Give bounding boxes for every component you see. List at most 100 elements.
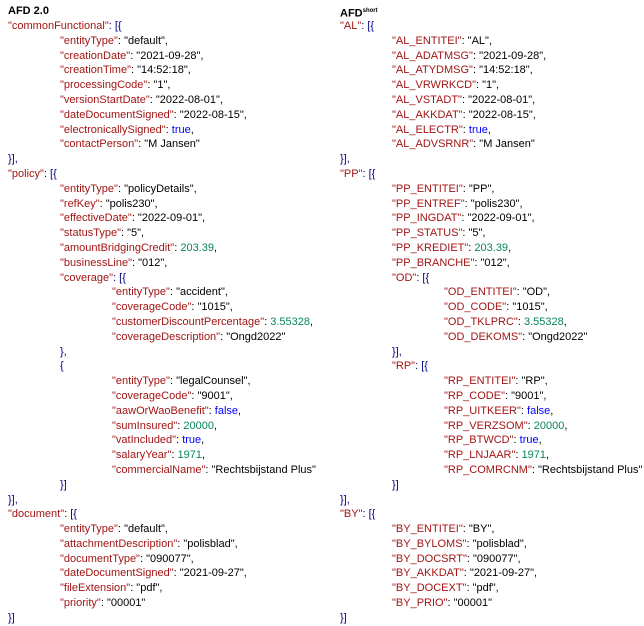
code-line: "coverageCode": "1015", (8, 300, 334, 315)
json-key: "entityType" (112, 375, 170, 388)
json-value: : "1", (476, 79, 500, 92)
code-line: "PP": [{ (340, 167, 644, 182)
code-line: "PP_KREDIET": 203.39, (340, 241, 644, 256)
json-key: "contactPerson" (60, 138, 139, 151)
json-value: : [{ (64, 508, 77, 521)
json-boolean: false (527, 404, 551, 417)
json-value: }] (60, 478, 67, 491)
code-line: "AL_AKKDAT": "2022-08-15", (340, 108, 644, 123)
json-value: : "9001", (505, 389, 547, 402)
json-value: : "1015", (191, 301, 233, 314)
json-key: "processingCode" (60, 79, 148, 92)
json-value: : "2022-08-01", (149, 93, 223, 106)
json-value: : "RP", (515, 375, 548, 388)
json-value: : (462, 123, 469, 136)
json-number: 1971 (521, 449, 546, 462)
code-line: "creationTime": "14:52:18", (8, 63, 334, 78)
json-value: : "legalCounsel", (169, 375, 251, 388)
json-value: : "2021-09-28", (130, 49, 204, 62)
code-line: "PP_ENTREF": "polis230", (340, 197, 644, 212)
code-line: "documentType": "090077", (8, 552, 334, 567)
json-value: : "2022-09-01", (461, 212, 535, 225)
code-line: "commonFunctional": [{ (8, 19, 334, 34)
json-key: "PP_STATUS" (392, 227, 463, 240)
json-key: "PP_KREDIET" (392, 241, 469, 254)
json-value: : "2022-08-15", (173, 108, 247, 121)
code-line: "sumInsured": 20000, (8, 419, 334, 434)
code-line: "entityType": "legalCounsel", (8, 374, 334, 389)
json-number: 3.55328 (270, 315, 310, 328)
code-line: "processingCode": "1", (8, 78, 334, 93)
code-line: "AL_ADVSRNR": "M Jansen" (340, 137, 644, 152)
json-value: : [{ (361, 20, 375, 32)
json-key: "RP_COMRCNM" (444, 463, 532, 476)
json-key: "OD_TKLPRC" (444, 315, 518, 328)
json-value: : "2022-08-15", (462, 108, 536, 121)
json-value: }] (340, 611, 347, 624)
code-line: "policy": [{ (8, 167, 334, 182)
json-value: : [{ (113, 271, 126, 284)
json-value: : "Rechtsbijstand Plus" (205, 463, 316, 476)
code-line: "salaryYear": 1971, (8, 448, 334, 463)
json-value: , (202, 449, 206, 462)
json-number: 20000 (183, 419, 214, 432)
code-line: "AL_ADATMSG": "2021-09-28", (340, 49, 644, 64)
json-value: , (508, 241, 512, 254)
json-key: "creationDate" (60, 49, 131, 62)
json-key: "electronicallySigned" (60, 123, 166, 136)
json-value: , (214, 419, 218, 432)
json-key: "RP_CODE" (444, 389, 505, 402)
json-number: 20000 (533, 419, 565, 432)
json-value: : (468, 241, 475, 254)
json-value: : "polisblad", (466, 537, 527, 550)
code-line: "AL_ENTITEI": "AL", (340, 34, 644, 49)
column-heading-afd-short: AFDshort (340, 0, 644, 20)
json-value: : "012", (474, 256, 510, 269)
json-value: , (201, 434, 205, 447)
code-line: "RP_ENTITEI": "RP", (340, 374, 644, 389)
code-line: "OD": [{ (340, 271, 644, 286)
json-value: : "1015", (506, 301, 548, 314)
code-line: "refKey": "polis230", (8, 197, 334, 212)
json-key: "AL_AKKDAT" (392, 108, 463, 121)
json-key: "PP_BRANCHE" (392, 256, 475, 269)
json-key: "BY_ENTITEI" (392, 523, 463, 536)
json-value: : "2022-08-01", (461, 93, 536, 106)
json-key: "statusType" (60, 227, 122, 240)
json-value: , (190, 123, 194, 136)
json-key: "salaryYear" (112, 449, 172, 462)
json-value: , (563, 315, 567, 328)
code-line: "BY_ENTITEI": "BY", (340, 522, 644, 537)
json-value: : [{ (108, 20, 122, 32)
json-key: "PP_ENTITEI" (392, 182, 463, 195)
json-value: : "2021-09-28", (472, 49, 547, 62)
code-line: "AL": [{ (340, 19, 644, 34)
json-value: : [{ (415, 360, 428, 373)
code-line: "entityType": "default", (8, 34, 334, 49)
json-value: }, (60, 345, 67, 358)
json-value: : "policyDetails", (117, 182, 197, 195)
code-line: "creationDate": "2021-09-28", (8, 49, 334, 64)
json-value: : (177, 419, 184, 432)
json-value: : "1", (147, 79, 171, 92)
json-value: }], (340, 153, 350, 166)
afd-full-column: AFD 2.0 "commonFunctional": [{"entityTyp… (8, 0, 334, 626)
column-heading-afd-2: AFD 2.0 (8, 0, 334, 19)
code-line: }] (8, 611, 334, 626)
json-value: : (517, 315, 524, 328)
json-key: "BY_DOCSRT" (392, 552, 467, 565)
json-key: "AL_VRWRKCD" (392, 79, 477, 92)
afd-short-column: AFDshort "AL": [{"AL_ENTITEI": "AL","AL_… (340, 0, 644, 626)
json-value: : "090077", (139, 552, 194, 565)
json-value: }], (8, 153, 18, 166)
json-key: "entityType" (60, 523, 118, 536)
code-line: "PP_STATUS": "5", (340, 226, 644, 241)
json-value: , (487, 123, 491, 136)
json-value: : "M Jansen" (138, 138, 200, 151)
code-line: "BY_DOCEXT": "pdf", (340, 581, 644, 596)
json-key: "PP_INGDAT" (392, 212, 462, 225)
code-line: "BY": [{ (340, 507, 644, 522)
json-key: "OD_CODE" (444, 301, 507, 314)
code-line: "OD_DEKOMS": "Ongd2022" (340, 330, 644, 345)
json-key: "coverage" (60, 271, 114, 284)
